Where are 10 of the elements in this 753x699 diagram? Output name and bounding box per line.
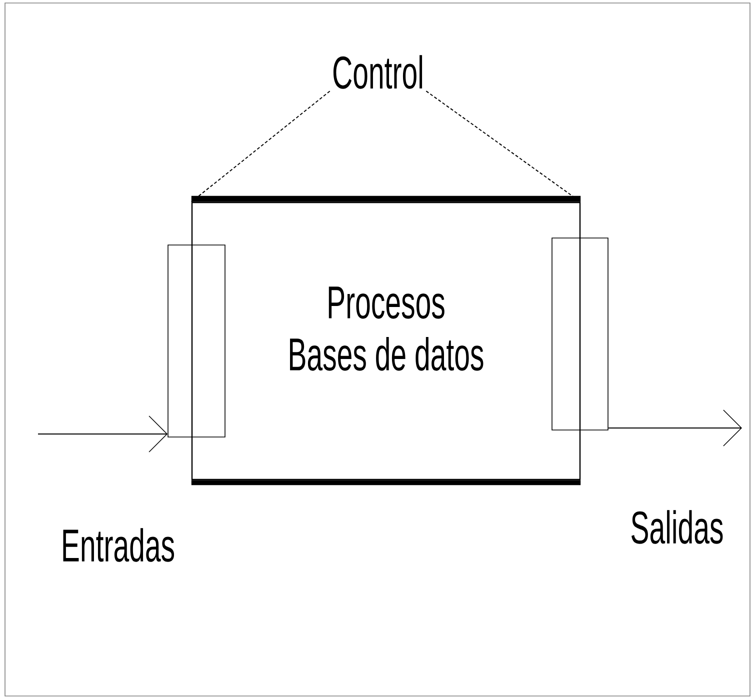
- arrow: [608, 410, 742, 446]
- flow-label: Salidas: [632, 510, 723, 544]
- flow-label: Entradas: [63, 528, 174, 562]
- leader-line: [190, 90, 330, 202]
- arrow: [38, 416, 168, 452]
- input-box: [168, 244, 226, 438]
- leader-line: [426, 90, 582, 202]
- heading-text: Control: [333, 55, 422, 89]
- output-box: [552, 238, 608, 430]
- process-box: Procesos Bases de datos: [191, 196, 581, 486]
